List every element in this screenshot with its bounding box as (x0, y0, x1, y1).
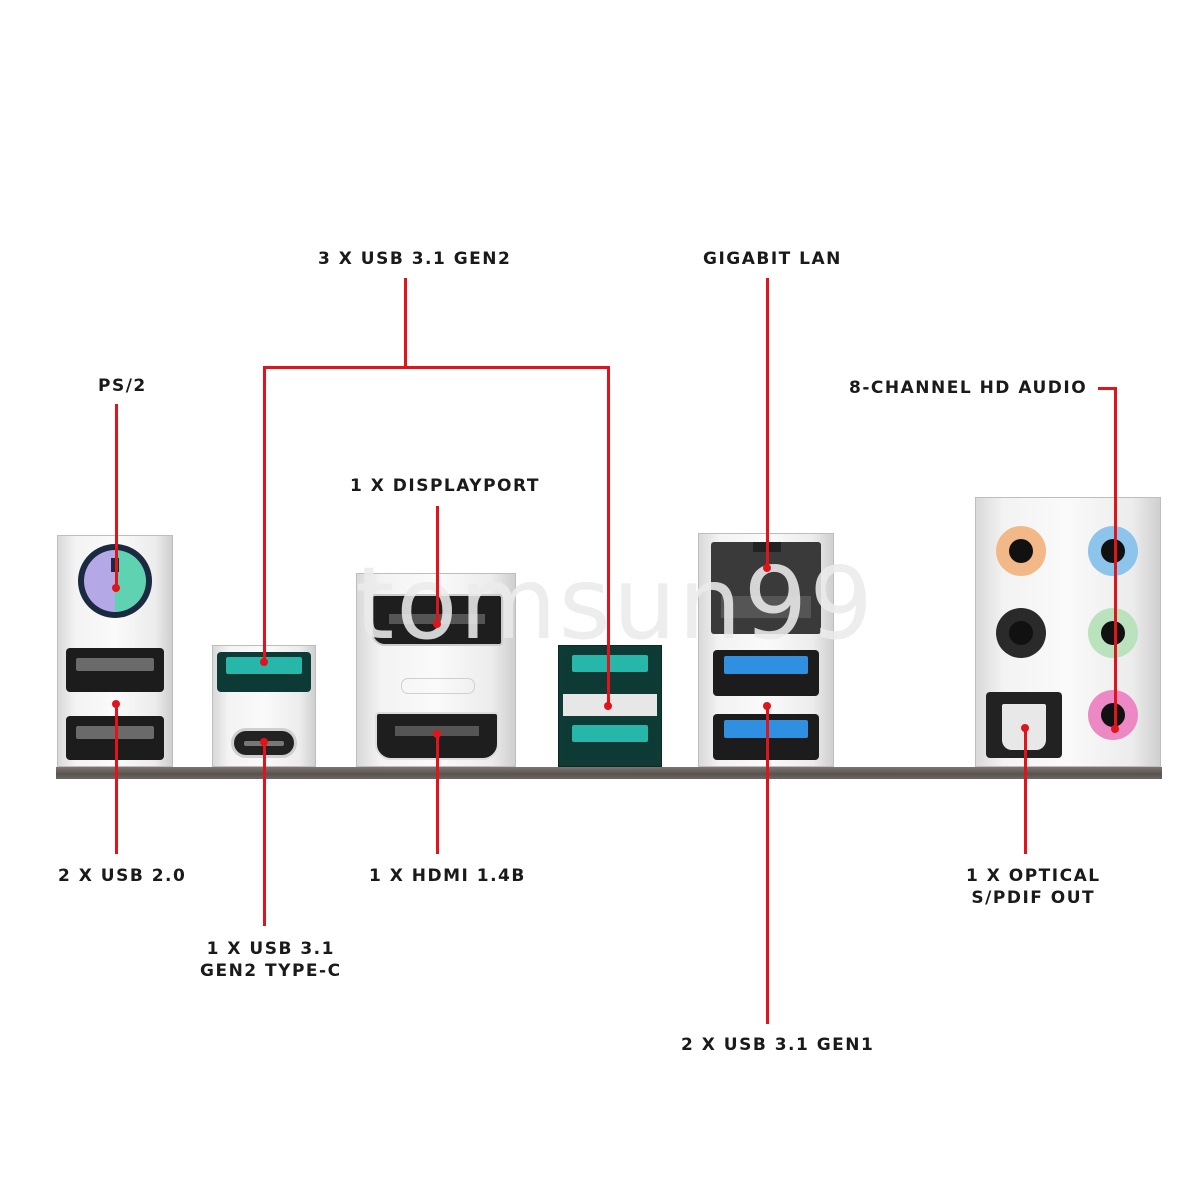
label-ps2: PS/2 (98, 376, 147, 396)
usb31-gen1-port-1 (713, 650, 819, 696)
leader-dot (112, 700, 120, 708)
audio-jack-orange (996, 526, 1046, 576)
audio-jack-blue (1088, 526, 1138, 576)
leader-displayport (436, 506, 439, 624)
label-gigabit-lan: GIGABIT LAN (703, 249, 842, 269)
label-hdmi: 1 X HDMI 1.4B (369, 866, 526, 886)
usb20-port-1 (66, 648, 164, 692)
leader-typec (263, 742, 266, 926)
leader-usb31-gen2-bar (263, 366, 609, 369)
leader-dot (433, 620, 441, 628)
label-optical-line2: S/PDIF OUT (971, 888, 1096, 908)
usb31-gen2-port-3 (563, 720, 657, 760)
label-usb20: 2 X USB 2.0 (58, 866, 187, 886)
audio-jack-black (996, 608, 1046, 658)
leader-hd-audio-h (1098, 387, 1116, 390)
io-shield-base (56, 767, 1162, 779)
leader-optical (1024, 728, 1027, 854)
leader-dot (1111, 725, 1119, 733)
leader-usb31-gen2-stem (404, 278, 407, 368)
leader-ps2 (115, 404, 118, 588)
leader-dot (604, 702, 612, 710)
leader-dot (433, 730, 441, 738)
label-optical: 1 X OPTICAL S/PDIF OUT (966, 865, 1101, 909)
leader-usb20 (115, 704, 118, 854)
label-optical-line1: 1 X OPTICAL (966, 866, 1101, 886)
leader-hd-audio-v (1114, 387, 1117, 729)
leader-dot (260, 738, 268, 746)
leader-dot (1021, 724, 1029, 732)
usb-gen2-double-module (558, 645, 662, 767)
leader-dot (260, 658, 268, 666)
leader-dot (763, 564, 771, 572)
audio-module (975, 497, 1161, 767)
audio-jack-green (1088, 608, 1138, 658)
label-typec-line1: 1 X USB 3.1 (206, 939, 335, 959)
label-usb31-typec: 1 X USB 3.1 GEN2 TYPE-C (200, 938, 342, 982)
leader-hdmi (436, 734, 439, 854)
leader-usb31-gen2-left (263, 366, 266, 662)
leader-usb31-gen2-right (607, 366, 610, 706)
label-typec-line2: GEN2 TYPE-C (200, 961, 342, 981)
label-usb31-gen1: 2 X USB 3.1 GEN1 (681, 1035, 875, 1055)
leader-dot (763, 702, 771, 710)
label-displayport: 1 X DISPLAYPORT (350, 476, 540, 496)
label-hd-audio: 8-CHANNEL HD AUDIO (849, 378, 1088, 398)
leader-usb31-gen1 (766, 706, 769, 1024)
label-usb31-gen2: 3 X USB 3.1 GEN2 (318, 249, 512, 269)
leader-dot (112, 584, 120, 592)
usb31-gen2-port-2 (563, 650, 657, 690)
leader-lan (766, 278, 769, 568)
